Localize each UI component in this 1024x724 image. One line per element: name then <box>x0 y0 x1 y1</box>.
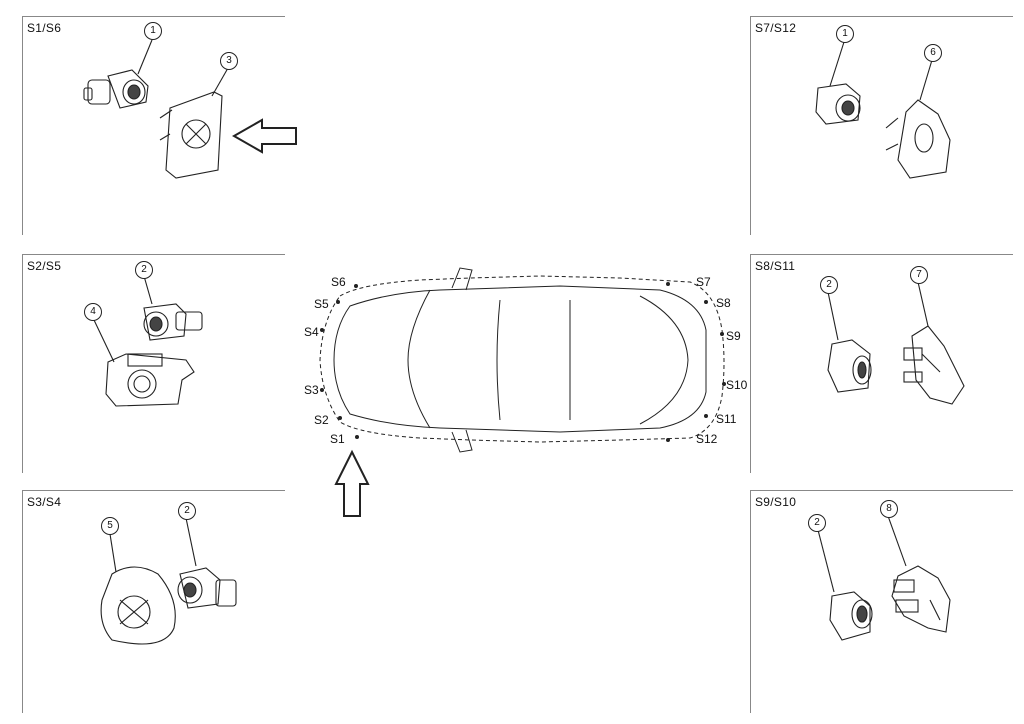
panel-title: S9/S10 <box>755 495 797 509</box>
sensor-label-s4: S4 <box>304 325 319 339</box>
arrow-up-icon <box>334 449 370 517</box>
bracket-icon <box>891 565 951 633</box>
callout-number: 2 <box>808 514 826 532</box>
car-outline-icon <box>319 267 725 453</box>
arrow-left-icon <box>231 118 297 154</box>
sensor-label-s9: S9 <box>726 329 741 343</box>
panel-title: S7/S12 <box>755 21 797 35</box>
sensor-label-s5: S5 <box>314 297 329 311</box>
callout-number: 6 <box>924 44 942 62</box>
bracket-icon <box>105 353 195 407</box>
callout-number: 2 <box>820 276 838 294</box>
sensor-label-s6: S6 <box>331 275 346 289</box>
sensor-icon <box>829 591 873 641</box>
sensor-label-s2: S2 <box>314 413 329 427</box>
callout-number: 3 <box>220 52 238 70</box>
panel-title: S3/S4 <box>27 495 62 509</box>
sensor-icon <box>177 567 237 609</box>
callout-number: 8 <box>880 500 898 518</box>
panel-s7-s12: S7/S12 <box>750 16 1013 235</box>
panel-s9-s10: S9/S10 <box>750 490 1013 713</box>
sensor-icon <box>83 69 149 109</box>
panel-title: S8/S11 <box>755 259 796 273</box>
panel-s2-s5: S2/S5 <box>22 254 285 473</box>
sensor-label-s7: S7 <box>696 275 711 289</box>
sensor-label-s8: S8 <box>716 296 731 310</box>
bracket-icon <box>903 325 965 405</box>
panel-title: S1/S6 <box>27 21 62 35</box>
panel-s1-s6: S1/S6 <box>22 16 285 235</box>
panel-s3-s4: S3/S4 <box>22 490 285 713</box>
sensor-label-s11: S11 <box>716 412 737 426</box>
callout-number: 5 <box>101 517 119 535</box>
bracket-icon <box>100 566 176 645</box>
sensor-label-s10: S10 <box>726 378 748 392</box>
callout-number: 4 <box>84 303 102 321</box>
callout-number: 1 <box>144 22 162 40</box>
sensor-icon <box>143 303 203 341</box>
panel-s8-s11: S8/S11 <box>750 254 1013 473</box>
sensor-icon <box>815 83 861 125</box>
bracket-icon <box>885 99 951 179</box>
sensor-label-s3: S3 <box>304 383 319 397</box>
sensor-icon <box>827 339 872 393</box>
panel-title: S2/S5 <box>27 259 62 273</box>
callout-number: 2 <box>178 502 196 520</box>
sensor-label-s12: S12 <box>696 432 718 446</box>
callout-number: 2 <box>135 261 153 279</box>
callout-number: 1 <box>836 25 854 43</box>
sensor-markers <box>320 282 726 442</box>
sensor-label-s1: S1 <box>330 432 345 446</box>
bracket-icon <box>159 91 223 179</box>
callout-number: 7 <box>910 266 928 284</box>
